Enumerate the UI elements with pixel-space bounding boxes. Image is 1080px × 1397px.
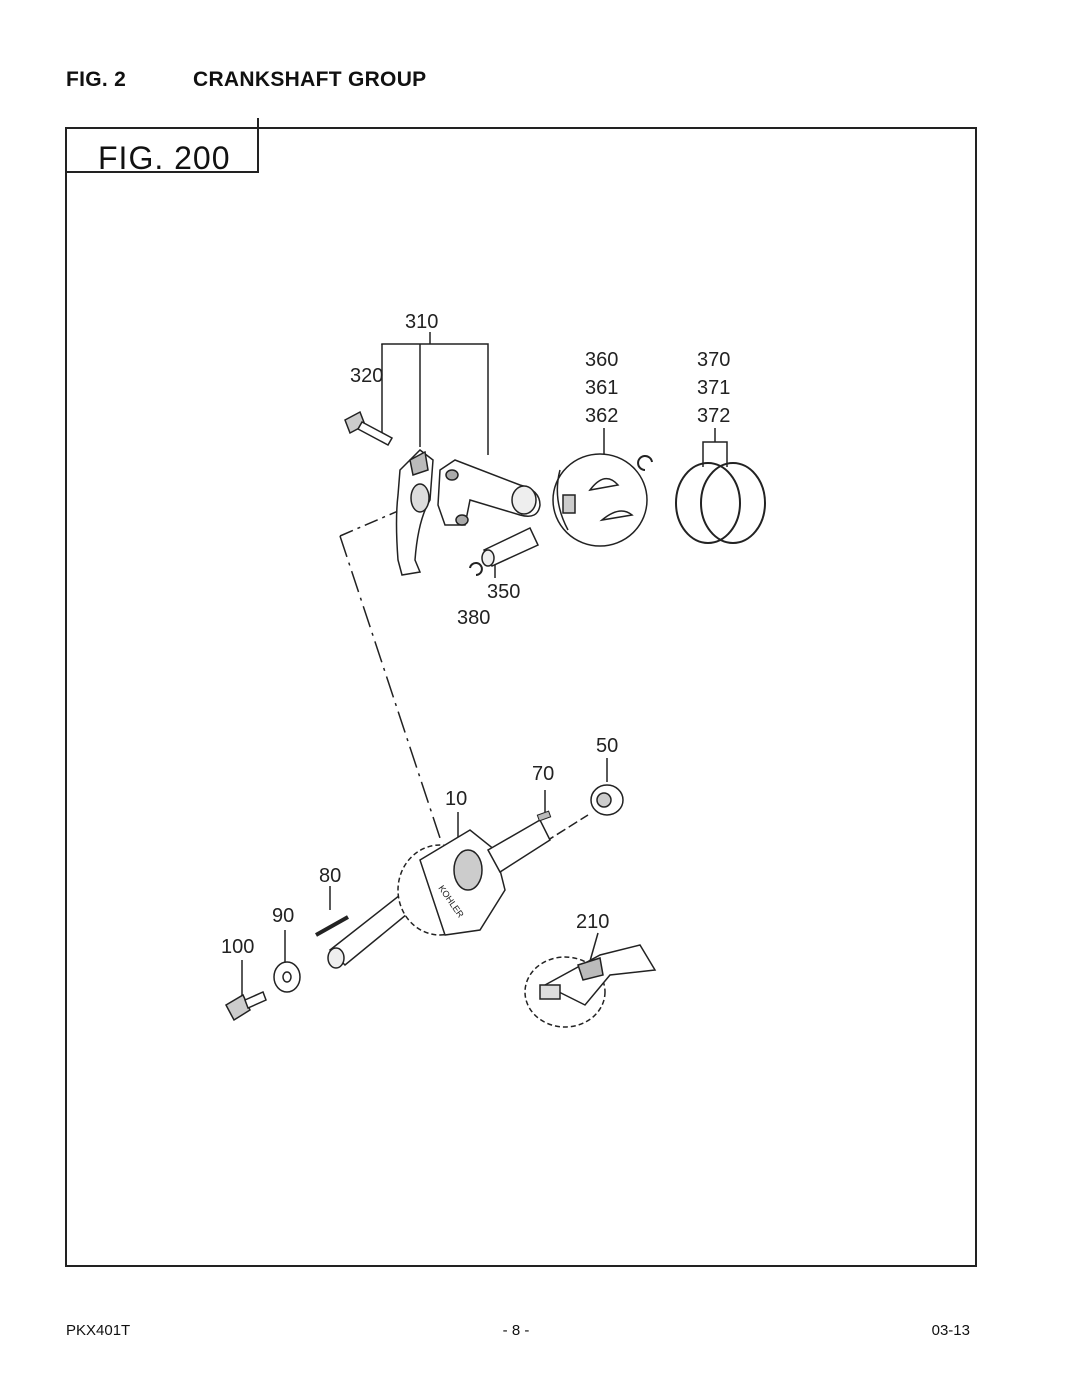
figure-title: CRANKSHAFT GROUP	[193, 68, 427, 91]
callout-371: 371	[697, 377, 730, 399]
crankshaft: KOHLER	[327, 818, 551, 969]
callout-360: 360	[585, 349, 618, 371]
callout-80: 80	[319, 865, 341, 887]
callout-320: 320	[350, 365, 383, 387]
callout-210: 210	[576, 911, 609, 933]
piston	[552, 453, 648, 547]
callout-90: 90	[272, 905, 294, 927]
figure-number: FIG. 2	[66, 68, 127, 91]
figure-label-box	[65, 127, 259, 173]
callout-100: 100	[221, 936, 254, 958]
connecting-rod-cap	[395, 449, 434, 576]
dowel-pin	[315, 915, 349, 937]
footer-model: PKX401T	[66, 1322, 131, 1339]
callout-350: 350	[487, 581, 520, 603]
callout-380: 380	[457, 607, 490, 629]
callout-361: 361	[585, 377, 618, 399]
callout-310: 310	[405, 311, 438, 333]
assembly-line-key	[544, 814, 589, 843]
figure-label: FIG. 200	[98, 140, 231, 176]
piston-pin-clip-left	[469, 562, 483, 576]
piston-pin	[481, 526, 540, 567]
piston-pin-clip-right	[637, 455, 653, 471]
balancer-shaft	[524, 944, 657, 1028]
callout-50: 50	[596, 735, 618, 757]
callout-362: 362	[585, 405, 618, 427]
diagram-frame	[65, 127, 977, 1267]
footer-page-number: - 8 -	[502, 1322, 530, 1339]
piston-rings	[675, 462, 766, 544]
assembly-line-lower	[339, 535, 441, 839]
callout-70: 70	[532, 763, 554, 785]
connecting-rod	[437, 459, 541, 526]
flywheel-bolt	[224, 990, 267, 1022]
figure-label-tick	[257, 118, 259, 128]
woodruff-key	[536, 810, 552, 822]
crankshaft-gear	[590, 784, 624, 816]
callout-leader-310	[381, 343, 489, 455]
page-heading: FIG. 2 CRANKSHAFT GROUP	[66, 68, 426, 92]
footer-date: 03-13	[931, 1322, 970, 1339]
cap-bolt	[344, 410, 394, 447]
washer	[273, 961, 301, 993]
callout-372: 372	[697, 405, 730, 427]
callout-370: 370	[697, 349, 730, 371]
callout-10: 10	[445, 788, 467, 810]
